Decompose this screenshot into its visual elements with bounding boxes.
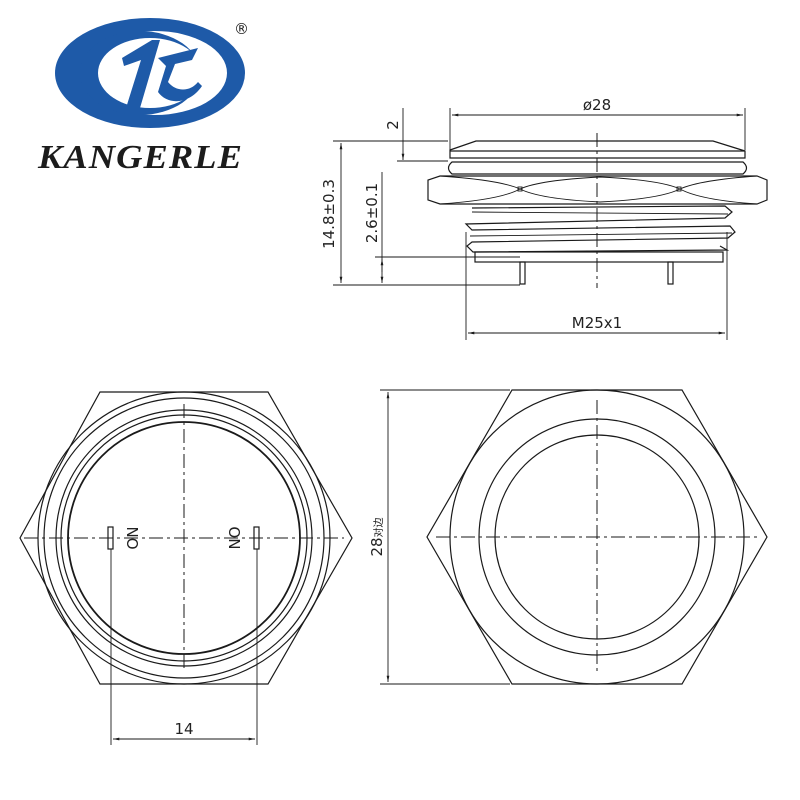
terminal-left-icon: [107, 526, 114, 550]
pin-length-dimension: 2.6±0.1: [363, 183, 381, 243]
logo-emblem-icon: [55, 18, 245, 128]
total-height-dimension: 14.8±0.3: [320, 179, 338, 249]
across-flats-dimension: 28对边: [368, 517, 386, 556]
thread-dimension: M25x1: [572, 314, 622, 332]
diameter-dimension: ø28: [583, 96, 611, 114]
terminal-label-left: NO: [123, 526, 141, 549]
registered-mark: ®: [234, 20, 249, 38]
side-view-dimensions: ø28 2 14.8±0.3 2.6±0.1 M25x1: [320, 96, 746, 340]
side-view: [427, 133, 768, 288]
brand-name: KANGERLE: [37, 139, 243, 176]
pin-spacing-dimension: 14: [174, 720, 193, 738]
terminal-label-right: NO: [226, 526, 244, 549]
front-view-left: NO NO 14: [19, 391, 353, 745]
front-view-right: 28对边: [368, 389, 768, 685]
terminal-right-icon: [253, 526, 260, 550]
cap-height-dimension: 2: [384, 120, 402, 130]
brand-logo: ® KANGERLE: [37, 18, 249, 176]
